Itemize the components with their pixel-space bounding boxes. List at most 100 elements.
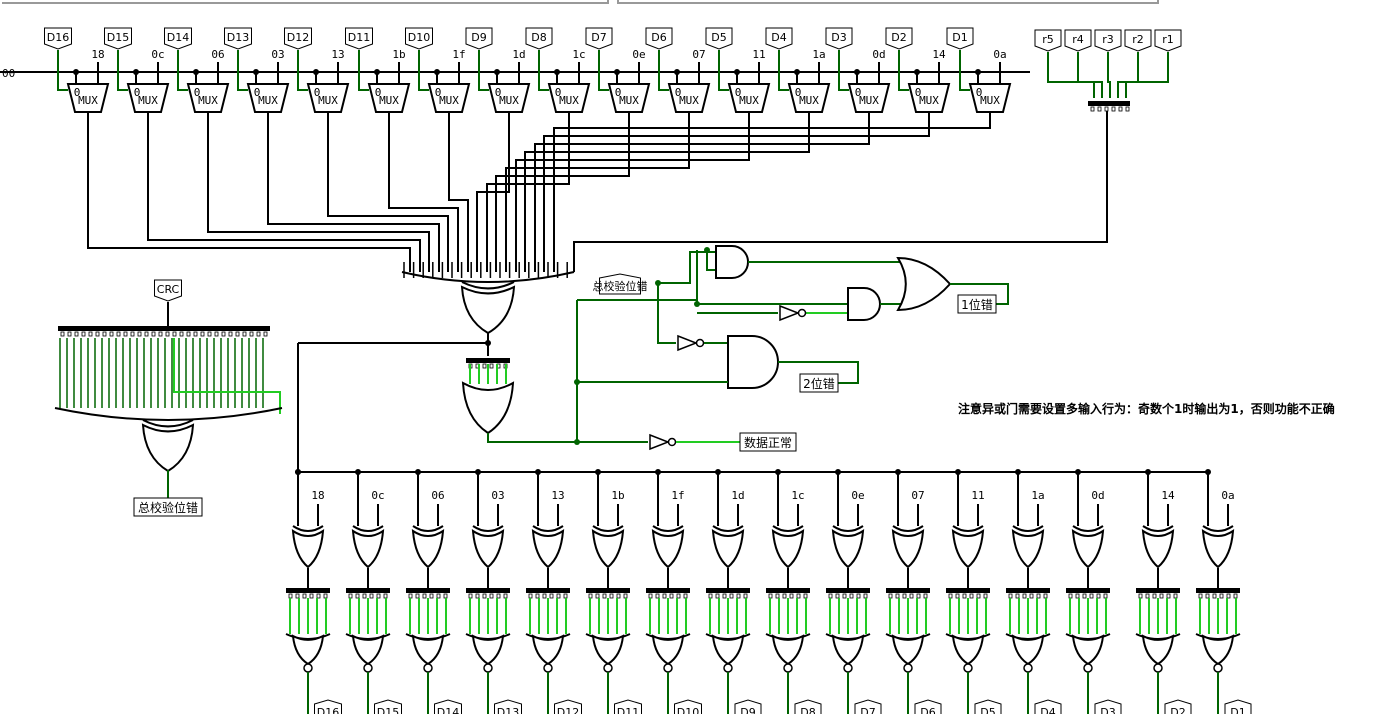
splitter-bar <box>1196 588 1240 593</box>
bottom-splitter-8 <box>706 588 750 599</box>
output-pin-d13[interactable]: D13 <box>494 699 522 714</box>
input-pin-r1[interactable]: r1 <box>1154 29 1182 52</box>
input-pin-d11[interactable]: D11 <box>345 27 373 50</box>
wire <box>524 112 810 272</box>
bottom-splitter-9 <box>766 588 810 599</box>
pin-shape <box>345 27 373 50</box>
invert-bubble <box>903 663 913 673</box>
mux-body <box>487 83 531 113</box>
input-pin-crc[interactable]: CRC <box>154 279 182 302</box>
bottom-constant: 1c <box>791 489 804 502</box>
output-pin-d5[interactable]: D5 <box>974 699 1002 714</box>
input-pin-d9[interactable]: D9 <box>465 27 493 50</box>
splitter-tick <box>200 331 205 337</box>
bottom-splitter-13 <box>1006 588 1050 599</box>
input-pin-d8[interactable]: D8 <box>525 27 553 50</box>
input-pin-d1[interactable]: D1 <box>946 27 974 50</box>
mux-label: MUX <box>859 94 879 107</box>
and-gate-body <box>727 335 779 389</box>
or-gate-body <box>411 529 445 569</box>
mux-label: MUX <box>258 94 278 107</box>
output-pin-d2[interactable]: D2 <box>1164 699 1192 714</box>
input-pin-d12[interactable]: D12 <box>284 27 312 50</box>
input-pin-d15[interactable]: D15 <box>104 27 132 50</box>
input-pin-r4[interactable]: r4 <box>1064 29 1092 52</box>
output-pin-d3[interactable]: D3 <box>1094 699 1122 714</box>
mux-row: D1618MUX0D150cMUX0D1406MUX0D1303MUX0D121… <box>44 27 1108 272</box>
invert-bubble <box>695 338 705 348</box>
output-data-ok: 数据正常 <box>739 432 797 452</box>
input-pin-r5[interactable]: r5 <box>1034 29 1062 52</box>
splitter-tick <box>789 593 794 599</box>
output-pin-d4[interactable]: D4 <box>1034 699 1062 714</box>
or-gate-body <box>1141 529 1175 569</box>
input-pin-d13[interactable]: D13 <box>224 27 252 50</box>
invert-bubble <box>797 308 807 318</box>
output-pin-d7[interactable]: D7 <box>854 699 882 714</box>
splitter-tick <box>1097 106 1102 112</box>
invert-bubble <box>1213 663 1223 673</box>
input-pin-d10[interactable]: D10 <box>405 27 433 50</box>
or-gate-body <box>711 529 745 569</box>
wire <box>237 50 248 91</box>
splitter-tick <box>302 593 307 599</box>
input-pin-d5[interactable]: D5 <box>705 27 733 50</box>
correction-row: 18D160cD1506D1403D1313D121bD111fD101dD91… <box>285 469 1252 714</box>
input-pin-r2[interactable]: r2 <box>1124 29 1152 52</box>
input-pin-d14[interactable]: D14 <box>164 27 192 50</box>
bottom-xor-10 <box>831 525 865 569</box>
mux-label: MUX <box>980 94 1000 107</box>
input-pin-d16[interactable]: D16 <box>44 27 72 50</box>
pin-label: r4 <box>1072 33 1084 46</box>
invert-bubble <box>1023 663 1033 673</box>
input-pin-d4[interactable]: D4 <box>765 27 793 50</box>
output-pin-d16[interactable]: D16 <box>314 699 342 714</box>
left-input-value: 00 <box>2 67 15 80</box>
output-pin-d14[interactable]: D14 <box>434 699 462 714</box>
output-pin-d1[interactable]: D1 <box>1224 699 1252 714</box>
pin-label: r3 <box>1102 33 1114 46</box>
splitter-tick <box>923 593 928 599</box>
bottom-nor-4 <box>471 634 505 673</box>
input-pin-d6[interactable]: D6 <box>645 27 673 50</box>
mux-label: MUX <box>439 94 459 107</box>
total-parity-pin[interactable]: 总校验位错 <box>593 273 648 295</box>
mux-body <box>126 83 170 113</box>
output-pin-d9[interactable]: D9 <box>734 699 762 714</box>
input-pin-r3[interactable]: r3 <box>1094 29 1122 52</box>
or-gate-body <box>460 285 516 335</box>
input-pin-d7[interactable]: D7 <box>585 27 613 50</box>
output-pin-d15[interactable]: D15 <box>374 699 402 714</box>
or-gate-body <box>1071 529 1105 569</box>
output-pin-d8[interactable]: D8 <box>794 699 822 714</box>
output-pin-d10[interactable]: D10 <box>674 699 702 714</box>
splitter-tick <box>1022 593 1027 599</box>
mux-select-label: 0 <box>555 86 562 99</box>
splitter-tick <box>123 331 128 337</box>
mux-body <box>367 83 411 113</box>
output-pin-d6[interactable]: D6 <box>914 699 942 714</box>
bottom-constant: 13 <box>551 489 564 502</box>
splitter-tick <box>1138 593 1143 599</box>
splitter-tick <box>130 331 135 337</box>
pin-shape <box>164 27 192 50</box>
splitter-tick <box>916 593 921 599</box>
splitter-tick <box>856 593 861 599</box>
input-pin-d3[interactable]: D3 <box>825 27 853 50</box>
wire <box>487 433 648 443</box>
output-pin-d11[interactable]: D11 <box>614 699 642 714</box>
wire <box>538 50 549 91</box>
splitter-tick <box>1029 593 1034 599</box>
splitter-tick <box>743 593 748 599</box>
mux-select-label: 0 <box>254 86 261 99</box>
or-gate-body <box>771 529 805 569</box>
pin-label: r1 <box>1162 33 1174 46</box>
output-pin-d12[interactable]: D12 <box>554 699 582 714</box>
splitter-tick <box>616 593 621 599</box>
input-pin-d2[interactable]: D2 <box>885 27 913 50</box>
pin-label: D1 <box>952 31 967 44</box>
splitter-tick <box>355 593 360 599</box>
